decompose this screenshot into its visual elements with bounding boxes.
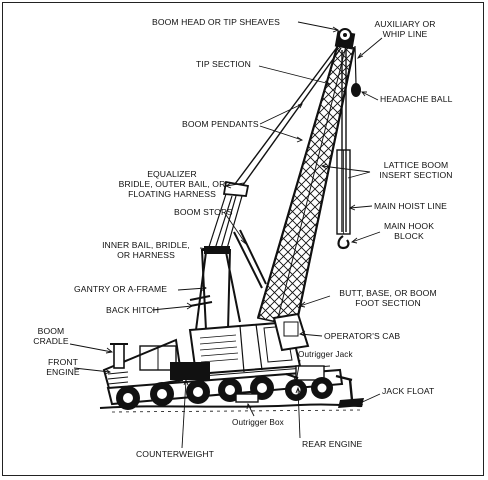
label-boom-cradle: BOOM CRADLE: [33, 326, 69, 346]
label-butt-section: BUTT, BASE, OR BOOM FOOT SECTION: [339, 288, 437, 308]
label-jack-float: JACK FLOAT: [382, 386, 435, 396]
wheels: [116, 376, 333, 410]
back-hitch: [189, 295, 213, 307]
outriggers: [235, 373, 364, 408]
lattice-boom: [256, 43, 356, 327]
label-operators-cab: OPERATOR'S CAB: [324, 331, 401, 341]
label-gantry: GANTRY OR A-FRAME: [74, 284, 168, 294]
whip-line: [351, 45, 361, 97]
leader-lines: [69, 21, 383, 449]
label-main-hook-block: MAIN HOOK BLOCK: [383, 221, 435, 241]
label-front-engine: FRONT ENGINE: [46, 357, 80, 377]
label-lattice-boom: LATTICE BOOM INSERT SECTION: [379, 160, 453, 180]
label-boom-pendants: BOOM PENDANTS: [182, 119, 259, 129]
label-tip-section: TIP SECTION: [196, 59, 251, 69]
boom-stops: [233, 229, 267, 289]
label-equalizer: EQUALIZER BRIDLE, OUTER BAIL, OR FLOATIN…: [118, 169, 226, 199]
label-boom-stops: BOOM STOPS: [174, 207, 233, 217]
label-outrigger-jack: Outrigger Jack: [298, 350, 353, 359]
figure-border: [2, 2, 484, 476]
main-hoist: [336, 50, 351, 250]
label-boom-head: BOOM HEAD OR TIP SHEAVES: [152, 17, 280, 27]
ground: [99, 403, 363, 413]
label-headache-ball: HEADACHE BALL: [380, 94, 453, 104]
label-counterweight: COUNTERWEIGHT: [136, 449, 215, 459]
label-inner-bail: INNER BAIL, BRIDLE, OR HARNESS: [102, 240, 190, 260]
label-outrigger-box: Outrigger Box: [232, 418, 284, 427]
label-main-hoist-line: MAIN HOIST LINE: [374, 201, 447, 211]
boom-head: [334, 28, 356, 50]
boom-pendants: [231, 45, 342, 193]
label-rear-engine: REAR ENGINE: [302, 439, 363, 449]
label-back-hitch: BACK HITCH: [106, 305, 160, 315]
label-auxiliary-line: AUXILIARY OR WHIP LINE: [374, 19, 436, 39]
